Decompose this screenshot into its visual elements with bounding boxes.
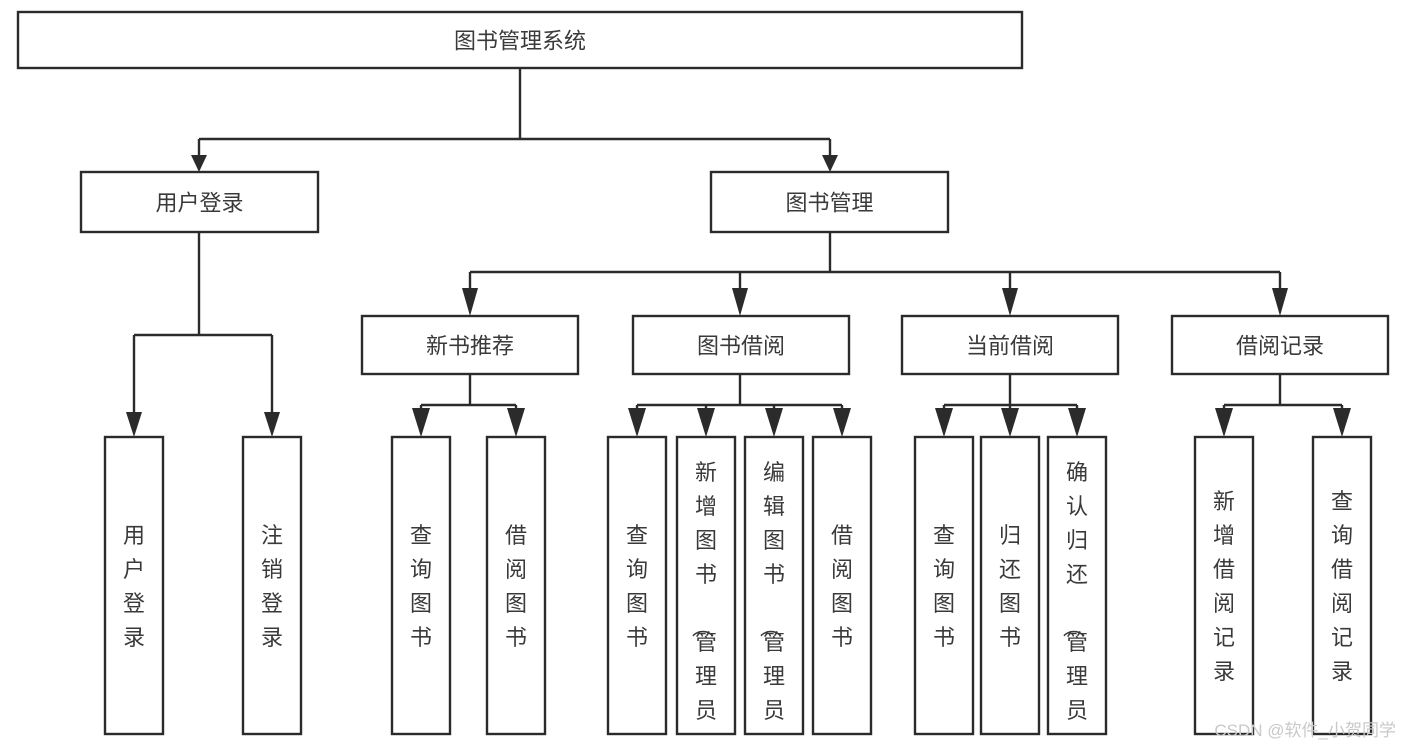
- node-leaf-logout-login-box[interactable]: [241, 435, 303, 736]
- node-book-borrow-box[interactable]: [631, 314, 851, 376]
- arrow-head-leaf-query-book-3: [935, 408, 953, 437]
- node-book-manage[interactable]: 图书管理: [709, 170, 950, 234]
- node-leaf-logout-login-label: 注销登录: [261, 523, 283, 650]
- arrow-head-leaf-query-record: [1333, 408, 1351, 437]
- node-root[interactable]: 图书管理系统: [16, 10, 1024, 70]
- node-borrow-record-label: 借阅记录: [1236, 334, 1324, 359]
- node-leaf-edit-book[interactable]: 编辑图书（管理员）: [743, 435, 805, 747]
- node-leaf-borrow-book-2-label: 借阅图书: [831, 523, 853, 650]
- node-leaf-add-book[interactable]: 新增图书（管理员）: [675, 435, 737, 747]
- node-leaf-edit-book-box[interactable]: [743, 435, 805, 736]
- node-leaf-user-login[interactable]: 用户登录: [103, 435, 165, 736]
- node-leaf-add-record-box[interactable]: [1193, 435, 1255, 736]
- node-leaf-query-book-1-label: 查询图书: [410, 523, 432, 650]
- node-leaf-query-book-3-box[interactable]: [913, 435, 975, 736]
- node-leaf-logout-login[interactable]: 注销登录: [241, 435, 303, 736]
- node-root-box[interactable]: [16, 10, 1024, 70]
- node-current-borrow[interactable]: 当前借阅: [900, 314, 1120, 376]
- node-book-borrow-label: 图书借阅: [697, 334, 785, 359]
- arrow-head-book-borrow: [732, 288, 748, 316]
- node-leaf-query-book-1[interactable]: 查询图书: [390, 435, 452, 736]
- node-leaf-edit-book-label: 编辑图书（管理员）: [758, 460, 785, 747]
- node-new-book-rec-box[interactable]: [360, 314, 580, 376]
- node-leaf-add-book-label: 新增图书（管理员）: [690, 460, 717, 747]
- node-current-borrow-box[interactable]: [900, 314, 1120, 376]
- node-borrow-record-box[interactable]: [1170, 314, 1390, 376]
- node-leaf-user-login-box[interactable]: [103, 435, 165, 736]
- node-leaf-return-book-label: 归还图书: [999, 523, 1021, 650]
- arrow-head-leaf-return-book: [1001, 408, 1019, 437]
- node-leaf-query-book-3-label: 查询图书: [933, 523, 955, 650]
- node-root-label: 图书管理系统: [454, 29, 586, 54]
- node-leaf-borrow-book-1[interactable]: 借阅图书: [485, 435, 547, 736]
- arrow-head-leaf-borrow-book-1: [507, 408, 525, 437]
- node-leaf-return-book-box[interactable]: [979, 435, 1041, 736]
- node-leaf-query-record-box[interactable]: [1311, 435, 1373, 736]
- arrow-head-leaf-add-book: [697, 408, 715, 437]
- arrow-head-new-book-rec: [462, 288, 478, 316]
- node-leaf-add-record[interactable]: 新增借阅记录: [1193, 435, 1255, 736]
- arrow-head-book-manage: [822, 155, 838, 172]
- node-user-login[interactable]: 用户登录: [79, 170, 320, 234]
- arrow-head-leaf-confirm-return: [1068, 408, 1086, 437]
- arrow-head-leaf-query-book-2: [628, 408, 646, 437]
- arrow-head-leaf-borrow-book-2: [833, 408, 851, 437]
- node-leaf-user-login-label: 用户登录: [123, 523, 145, 650]
- arrow-head-leaf-edit-book: [765, 408, 783, 437]
- node-leaf-query-book-3[interactable]: 查询图书: [913, 435, 975, 736]
- node-borrow-record[interactable]: 借阅记录: [1170, 314, 1390, 376]
- csdn-watermark: CSDN @软件_小贺同学: [1214, 721, 1396, 740]
- connectors-layer: [126, 68, 1351, 437]
- node-leaf-add-book-box[interactable]: [675, 435, 737, 736]
- node-leaf-confirm-return-label: 确认归还（管理员）: [1061, 460, 1088, 747]
- node-user-login-box[interactable]: [79, 170, 320, 234]
- arrow-head-current-borrow: [1002, 288, 1018, 316]
- node-leaf-borrow-book-1-label: 借阅图书: [505, 523, 527, 650]
- arrow-head-borrow-record: [1272, 288, 1288, 316]
- node-book-manage-box[interactable]: [709, 170, 950, 234]
- arrow-head-leaf-add-record: [1215, 408, 1233, 437]
- arrow-head-leaf-user-login: [126, 412, 142, 437]
- node-leaf-query-record[interactable]: 查询借阅记录: [1311, 435, 1373, 736]
- node-leaf-query-record-label: 查询借阅记录: [1331, 489, 1353, 684]
- node-user-login-label: 用户登录: [155, 191, 243, 216]
- node-leaf-query-book-2[interactable]: 查询图书: [606, 435, 668, 736]
- node-leaf-query-book-2-box[interactable]: [606, 435, 668, 736]
- node-leaf-confirm-return[interactable]: 确认归还（管理员）: [1046, 435, 1108, 747]
- node-leaf-borrow-book-2[interactable]: 借阅图书: [811, 435, 873, 736]
- arrow-head-leaf-query-book-1: [412, 408, 430, 437]
- node-leaf-return-book[interactable]: 归还图书: [979, 435, 1041, 736]
- arrow-head-leaf-logout-login: [264, 412, 280, 437]
- node-leaf-add-record-label: 新增借阅记录: [1213, 489, 1235, 684]
- arrow-head-user-login: [191, 155, 207, 172]
- node-leaf-query-book-1-box[interactable]: [390, 435, 452, 736]
- node-leaf-borrow-book-2-box[interactable]: [811, 435, 873, 736]
- node-leaf-borrow-book-1-box[interactable]: [485, 435, 547, 736]
- node-new-book-rec[interactable]: 新书推荐: [360, 314, 580, 376]
- node-leaf-query-book-2-label: 查询图书: [626, 523, 648, 650]
- node-new-book-rec-label: 新书推荐: [426, 334, 514, 359]
- node-leaf-confirm-return-box[interactable]: [1046, 435, 1108, 736]
- node-book-borrow[interactable]: 图书借阅: [631, 314, 851, 376]
- node-book-manage-label: 图书管理: [785, 191, 873, 216]
- node-current-borrow-label: 当前借阅: [966, 334, 1054, 359]
